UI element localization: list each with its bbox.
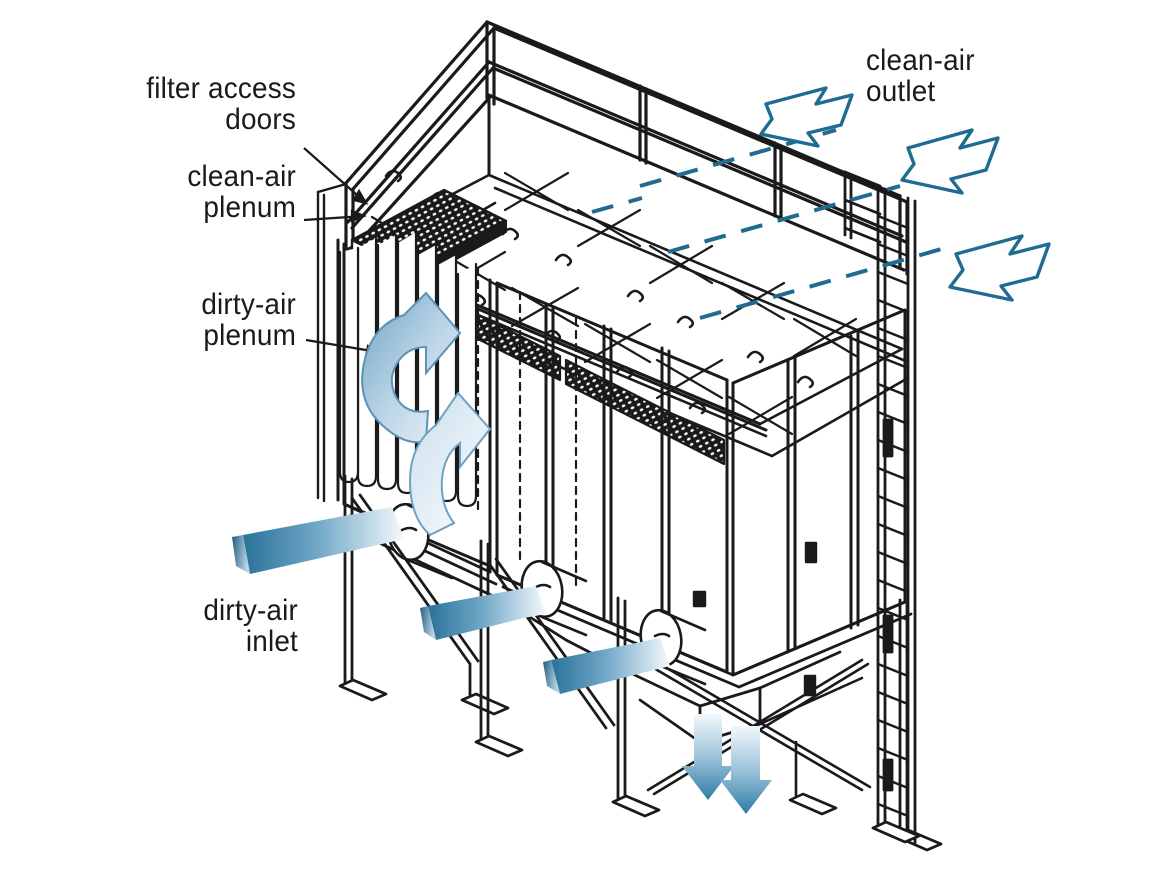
- housing-body: [336, 238, 907, 677]
- panel-latches: [692, 541, 818, 697]
- cutaway-seams: [476, 266, 578, 592]
- dirty-air-inlet-arrows: [232, 507, 670, 694]
- filter-bags: [338, 230, 478, 508]
- dust-discharge-arrows: [682, 714, 772, 814]
- cut-plane-edge: [316, 182, 348, 503]
- callout-clean-air-plenum: clean-air plenum: [187, 160, 296, 224]
- callout-dirty-air-plenum: dirty-air plenum: [201, 288, 296, 352]
- callout-filter-access-doors: filter access doors: [146, 72, 296, 136]
- callout-dirty-air-inlet: dirty-air inlet: [203, 594, 298, 658]
- access-ladder: [843, 170, 921, 845]
- internal-flow-arrows: [361, 291, 492, 537]
- clean-air-outlet-arrows: [759, 86, 1051, 302]
- callout-clean-air-outlet: clean-air outlet: [866, 44, 975, 108]
